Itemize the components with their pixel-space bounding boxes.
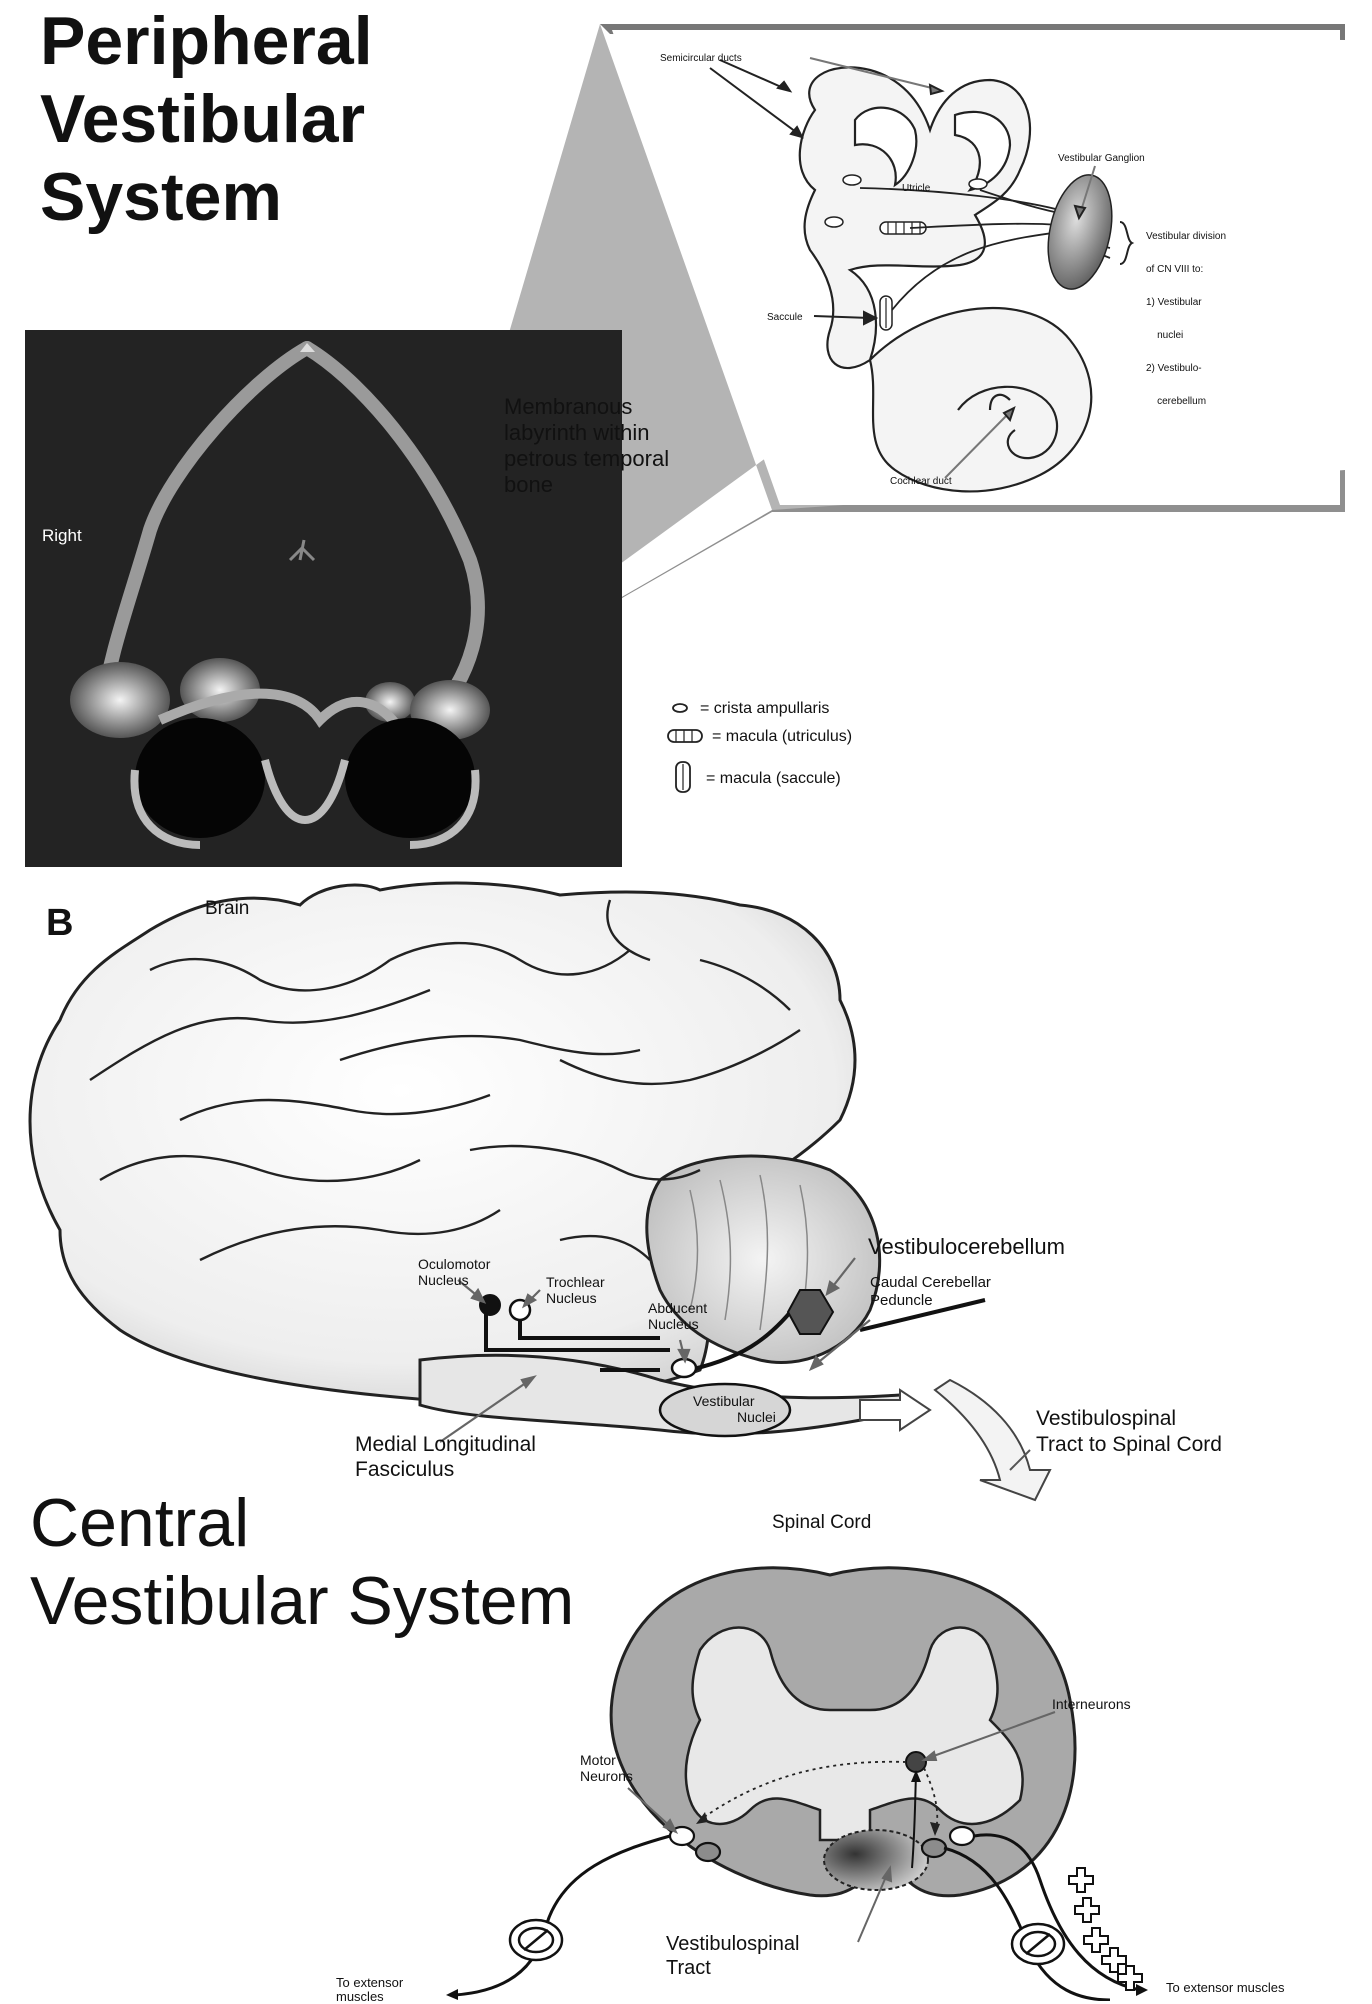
panel-letter-b: B xyxy=(46,902,74,944)
label-vst-tract: Vestibulospinal Tract xyxy=(666,1932,799,1980)
label-saccule: Saccule xyxy=(767,312,803,323)
membranous-labyrinth xyxy=(798,66,1093,493)
label-vst-spinal: Vestibulospinal Tract to Spinal Cord xyxy=(1036,1406,1222,1458)
callout-line: labyrinth within xyxy=(504,420,650,445)
vestibulocerebellum-hexagon xyxy=(786,1289,835,1335)
label-trochlear: Trochlear Nucleus xyxy=(546,1274,605,1306)
legend-crista-symbol xyxy=(672,703,688,713)
label-utricle: Utricle xyxy=(902,183,931,194)
label-abducent: Abducent Nucleus xyxy=(648,1300,707,1332)
label-oculomotor: Oculomotor Nucleus xyxy=(418,1256,490,1288)
label-cochlear-duct: Cochlear duct xyxy=(890,476,952,487)
label-vestibular-ganglion: Vestibular Ganglion xyxy=(1058,153,1145,164)
peripheral-title-line-1: Peripheral xyxy=(40,3,373,79)
motor-neuron-left-gray xyxy=(694,1841,722,1863)
abducent-line: Nucleus xyxy=(648,1316,699,1332)
nuclei-line: Nuclei xyxy=(737,1409,776,1425)
ct-label-right: Right xyxy=(42,526,82,545)
motor-line: Neurons xyxy=(580,1768,633,1784)
label-interneurons: Interneurons xyxy=(1052,1696,1131,1712)
oculomotor-line: Nucleus xyxy=(418,1272,469,1288)
motor-line: Motor xyxy=(580,1752,616,1768)
brain-label: Brain xyxy=(205,898,250,919)
label-vestibular-division: Vestibular division of CN VIII to: 1) Ve… xyxy=(1146,209,1226,418)
mlf-line: Fasciculus xyxy=(355,1458,455,1481)
gyri xyxy=(89,899,801,1262)
label-extensor-right: To extensor muscles xyxy=(1166,1980,1285,1995)
vst-line: Vestibulospinal xyxy=(666,1933,800,1955)
callout-line: bone xyxy=(504,472,553,497)
vst-line: Tract xyxy=(666,1957,711,1979)
trochlear-line: Trochlear xyxy=(546,1274,605,1290)
extensor-left-line: muscles xyxy=(336,1989,384,2004)
division-line: nuclei xyxy=(1146,330,1184,341)
inset-panel xyxy=(612,30,1340,505)
motor-neuron-right-gray xyxy=(920,1837,948,1859)
label-vestibulocerebellum: Vestibulocerebellum xyxy=(868,1234,1065,1259)
central-title-line-1: Central xyxy=(30,1485,250,1561)
cord-gray-matter xyxy=(684,1626,1024,1842)
callout-line: petrous temporal xyxy=(504,446,670,471)
extensor-left-line: To extensor xyxy=(336,1975,404,1990)
peripheral-diagram xyxy=(25,24,1345,867)
division-line: of CN VIII to: xyxy=(1146,264,1204,275)
label-mlf: Medial Longitudinal Fasciculus xyxy=(355,1432,536,1482)
interneuron-dot xyxy=(905,1751,927,1773)
legend-saccule-text: = macula (saccule) xyxy=(706,770,841,787)
abducent-line: Abducent xyxy=(648,1300,708,1316)
central-title: Central Vestibular System xyxy=(30,1484,574,1640)
peripheral-title: Peripheral Vestibular System xyxy=(40,2,373,236)
mlf-line: Medial Longitudinal xyxy=(355,1433,536,1456)
inhibition-symbol-right xyxy=(1010,1922,1066,1966)
peripheral-title-line-2: Vestibular xyxy=(40,81,366,157)
vestibular-nuclei-oval xyxy=(658,1382,792,1438)
division-line: 1) Vestibular xyxy=(1146,297,1202,308)
label-motor-neurons: Motor Neurons xyxy=(580,1752,633,1784)
division-line: cerebellum xyxy=(1146,396,1207,407)
legend-crista-text: = crista ampullaris xyxy=(700,700,830,717)
peduncle-line: Peduncle xyxy=(870,1292,933,1309)
vst-arrow-curved xyxy=(933,1378,1052,1502)
vst-spinal-line: Tract to Spinal Cord xyxy=(1036,1433,1222,1456)
division-line: Vestibular division xyxy=(1146,231,1227,242)
nuclei-line: Vestibular xyxy=(693,1393,755,1409)
peripheral-title-line-3: System xyxy=(40,159,282,235)
right-axon-arrowhead xyxy=(1136,1984,1148,1996)
vst-spinal-line: Vestibulospinal xyxy=(1036,1407,1177,1430)
label-caudal-peduncle: Caudal Cerebellar Peduncle xyxy=(870,1274,991,1310)
oculomotor-nucleus-dot xyxy=(479,1294,501,1316)
motor-neuron-right-white xyxy=(948,1825,976,1847)
callout-line: Membranous xyxy=(504,394,633,419)
legend-symbols xyxy=(667,703,703,793)
peduncle-line: Caudal Cerebellar xyxy=(870,1274,991,1291)
membranous-callout: Membranous labyrinth within petrous temp… xyxy=(504,394,669,498)
spinal-cord-label: Spinal Cord xyxy=(772,1512,872,1533)
vst-tract-region xyxy=(823,1829,929,1891)
central-title-line-2: Vestibular System xyxy=(30,1563,575,1639)
oculomotor-line: Oculomotor xyxy=(418,1256,491,1272)
left-axon-arrowhead xyxy=(446,1989,458,2000)
excitatory-plus-signs xyxy=(1068,1867,1143,1991)
vst-arrow-straight xyxy=(859,1388,932,1432)
label-semicircular-ducts: Semicircular ducts xyxy=(660,53,742,64)
projection-wedge xyxy=(392,24,1340,730)
inhibition-symbol-left xyxy=(508,1918,564,1962)
label-vestibular-nuclei: Vestibular Nuclei xyxy=(693,1393,776,1425)
skull-outline xyxy=(93,341,485,727)
label-extensor-left: To extensor muscles xyxy=(336,1976,403,2004)
trochlear-line: Nucleus xyxy=(546,1290,597,1306)
legend-utriculus-text: = macula (utriculus) xyxy=(712,728,853,745)
division-line: 2) Vestibulo- xyxy=(1146,363,1202,374)
